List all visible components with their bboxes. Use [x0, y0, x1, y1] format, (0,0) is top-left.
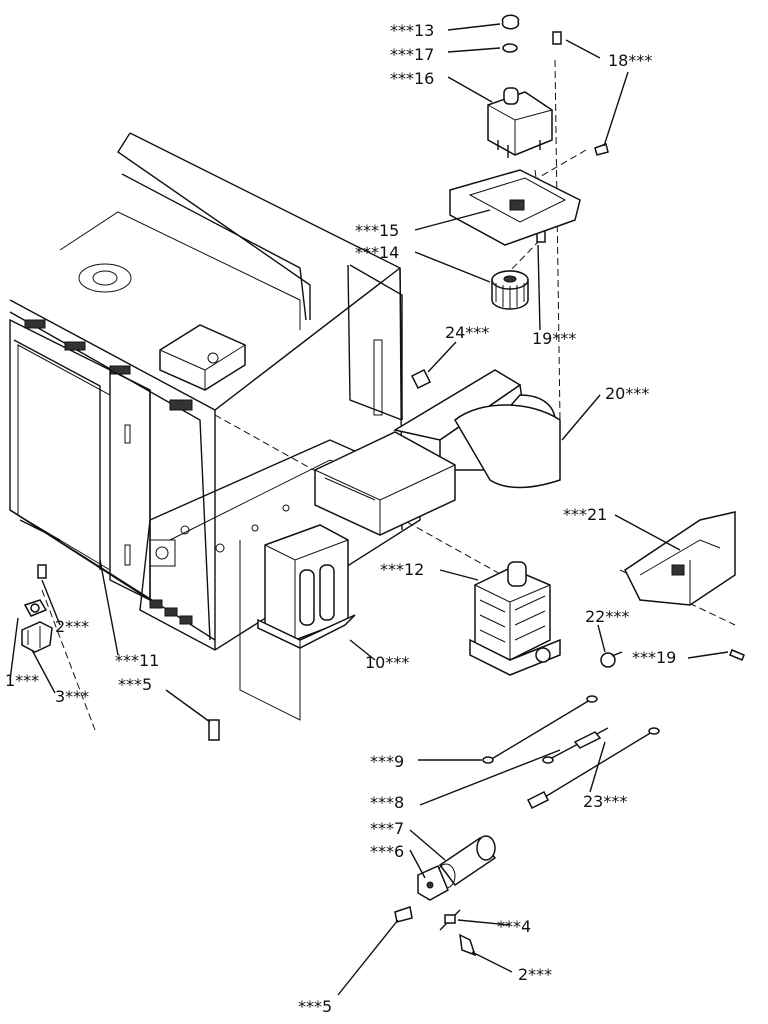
callout-15: ***15	[355, 221, 399, 240]
alignment-line	[214, 414, 521, 586]
callout-18: 18***	[608, 51, 652, 70]
callout-labels: ***13 ***17 ***16 18*** ***15 ***14 24**…	[5, 21, 676, 1016]
screw-part-19b	[729, 649, 745, 661]
transformer-part-10	[257, 524, 356, 649]
fan-bracket-part-15	[449, 169, 581, 246]
callout-7: ***7	[370, 819, 404, 838]
callout-24: 24***	[445, 323, 489, 342]
wire-part-8	[542, 727, 609, 764]
waveguide-hood	[314, 431, 456, 536]
callout-6: ***6	[370, 842, 404, 861]
callout-5-lower: ***5	[298, 997, 332, 1016]
callout-3: 3***	[55, 687, 89, 706]
fan-blade-part-14	[491, 270, 529, 310]
screw-part-2b	[459, 933, 477, 957]
callout-1: 1***	[5, 671, 39, 690]
callout-12: ***12	[380, 560, 424, 579]
capacitor-part-7	[436, 835, 497, 889]
magnetron-part-12	[469, 561, 561, 676]
callout-13: ***13	[390, 21, 434, 40]
screw-part-18b	[594, 143, 609, 156]
callout-22: 22***	[585, 607, 629, 626]
screw-part-2a	[37, 564, 47, 579]
callout-16: ***16	[390, 69, 434, 88]
mount-plate	[239, 540, 301, 721]
clip-part-13	[501, 14, 520, 30]
callout-9: ***9	[370, 752, 404, 771]
clip-part-24	[410, 368, 432, 390]
callout-21: ***21	[563, 505, 607, 524]
leader-lines	[9, 23, 729, 996]
screw-part-5b	[394, 906, 413, 923]
callout-20: 20***	[605, 384, 649, 403]
air-duct-part-20	[393, 369, 561, 489]
callout-2-left: 2***	[55, 617, 89, 636]
switch-part-1	[23, 599, 48, 617]
screw-part-5a	[208, 719, 220, 741]
callout-23: 23***	[583, 792, 627, 811]
alignment-line	[41, 589, 96, 731]
callout-2-lower: 2***	[518, 965, 552, 984]
bracket-part-6	[417, 864, 449, 901]
wire-part-9	[482, 695, 598, 764]
alignment-line	[554, 59, 561, 421]
callout-5-upper: ***5	[118, 675, 152, 694]
callout-17: ***17	[390, 45, 434, 64]
callout-19-lower: ***19	[632, 648, 676, 667]
callout-4: ***4	[497, 917, 531, 936]
washer-part-17	[502, 43, 518, 53]
callout-14: ***14	[355, 243, 399, 262]
callout-11: ***11	[115, 651, 159, 670]
bracket-part-21	[624, 511, 736, 606]
diode-part-4	[439, 909, 461, 931]
callout-10: 10***	[365, 653, 409, 672]
thermal-cutout-part-22	[600, 651, 623, 668]
bracket-part-3	[21, 621, 53, 653]
fan-motor-part-16	[487, 87, 553, 158]
cabinet	[9, 132, 421, 651]
alignment-line	[505, 239, 541, 276]
callout-8: ***8	[370, 793, 404, 812]
screw-part-18a	[552, 31, 562, 45]
wire-part-23	[526, 727, 660, 810]
callout-19-upper: 19***	[532, 329, 576, 348]
